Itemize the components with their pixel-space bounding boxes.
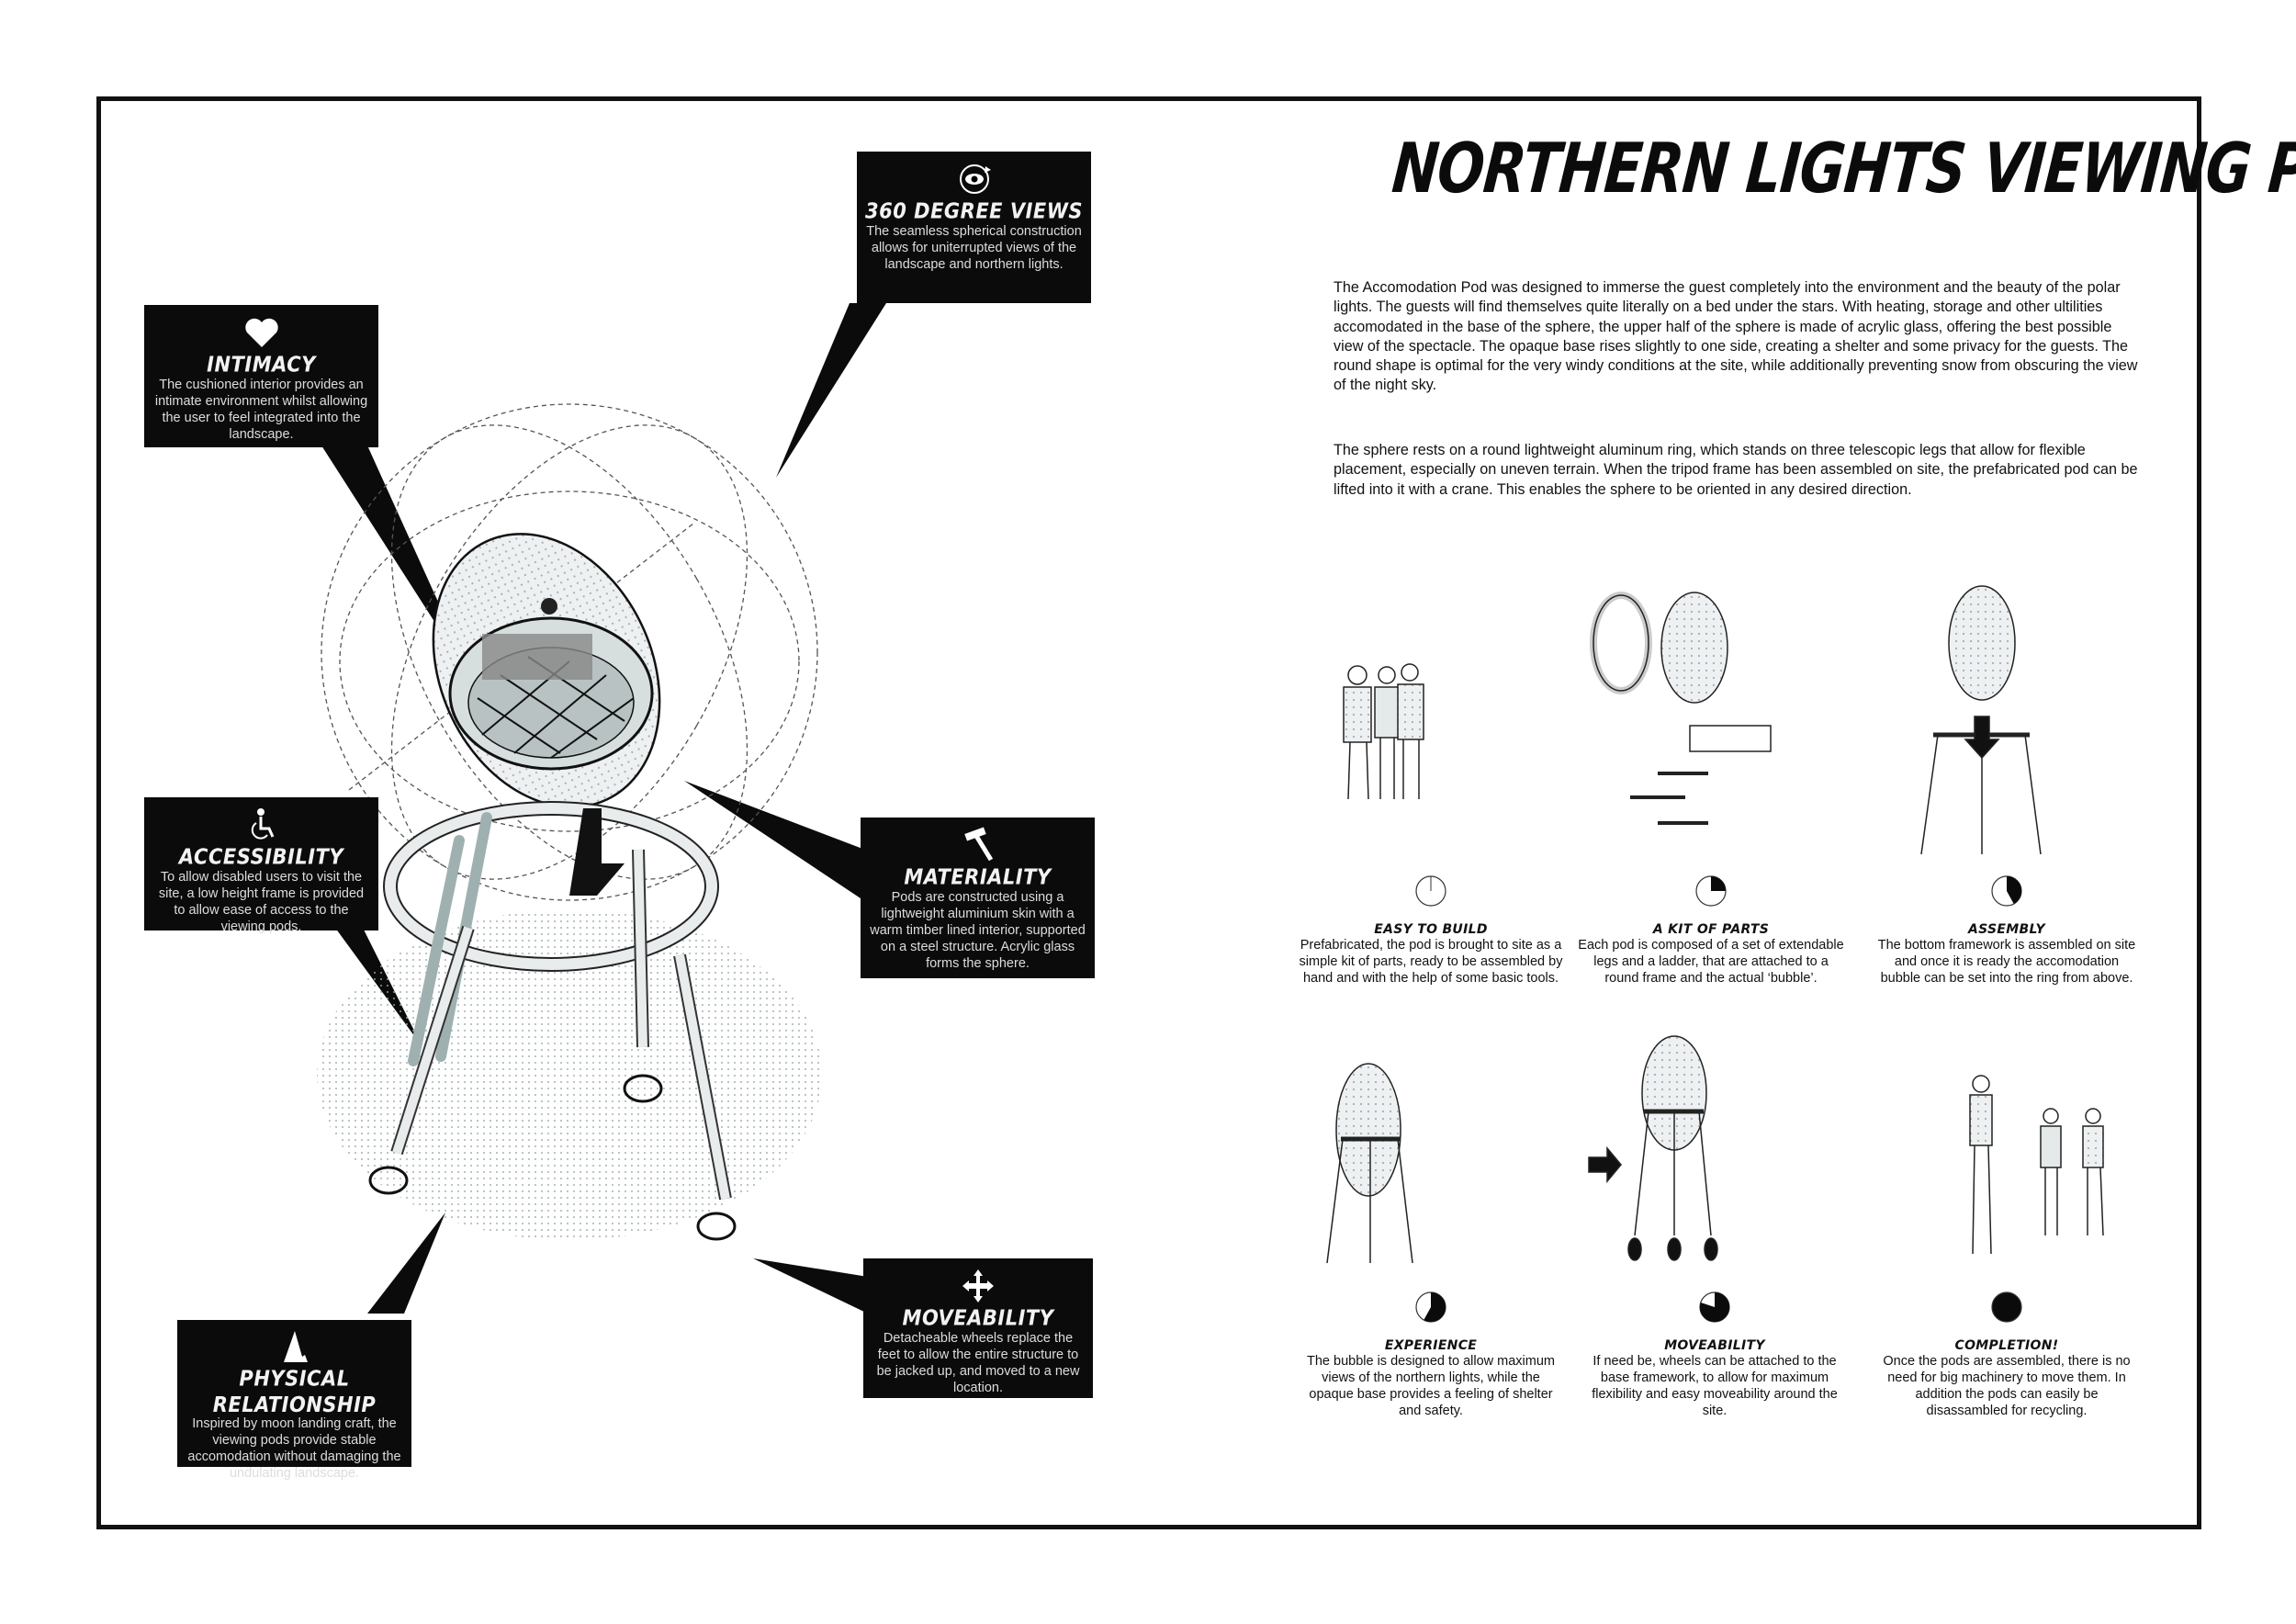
step-text: The bottom framework is assembled on sit…	[1877, 938, 2136, 986]
step-title: Moveability	[1664, 1338, 1765, 1353]
people-group-1	[1343, 663, 1424, 800]
callout-materiality: Materiality Pods are constructed using a…	[861, 818, 1095, 978]
description-paragraph-1: The Accomodation Pod was designed to imm…	[1334, 279, 2138, 394]
pie-fill	[1424, 1292, 1446, 1322]
heart-icon	[244, 318, 278, 347]
callout-text: Detacheable wheels replace the feet to a…	[876, 1331, 1080, 1395]
right-arrow-icon	[1588, 1145, 1622, 1184]
callout-text: Pods are constructed using a lightweight…	[870, 890, 1086, 971]
callout-title: Moveability	[902, 1305, 1054, 1331]
step-completion: Completion! Once the pods are assembled,…	[1874, 1291, 2140, 1419]
cushions	[482, 634, 592, 680]
poster-frame	[96, 96, 2201, 1529]
callout-physical-relationship: Physical Relationship Inspired by moon l…	[177, 1320, 411, 1481]
step-easy-to-build: Easy to Build Prefabricated, the pod is …	[1298, 874, 1564, 987]
callout-text: To allow disabled users to visit the sit…	[158, 870, 365, 934]
tripod-frame	[383, 801, 732, 1201]
people-group-2	[1969, 1075, 2104, 1255]
progress-pie-icon	[1991, 875, 2022, 907]
step-text: Each pod is composed of a set of extenda…	[1578, 938, 1844, 986]
progress-pie-icon	[1415, 1291, 1446, 1323]
step-text: Once the pods are assembled, there is no…	[1883, 1354, 2131, 1418]
callout-accessibility: Accessibility To allow disabled users to…	[144, 797, 378, 934]
callout-title: 360 Degree Views	[864, 198, 1084, 224]
callout-text: The seamless spherical construction allo…	[866, 224, 1082, 272]
step-title: A Kit of Parts	[1652, 922, 1770, 937]
step-moveability: Moveability If need be, wheels can be at…	[1581, 1291, 1848, 1419]
description-paragraph-2: The sphere rests on a round lightweight …	[1334, 442, 2138, 498]
step-title: Assembly	[1968, 922, 2045, 937]
step-text: Prefabricated, the pod is brought to sit…	[1299, 938, 1563, 986]
callout-title: Materiality	[904, 864, 1052, 890]
pod-sphere	[432, 533, 661, 808]
materiality-pointer	[684, 781, 877, 909]
step-assembly: Assembly The bottom framework is assembl…	[1874, 874, 2140, 987]
callout-text: Inspired by moon landing craft, the view…	[187, 1416, 401, 1481]
callout-intimacy: Intimacy The cushioned interior provides…	[144, 305, 378, 447]
step-kit-of-parts: A Kit of Parts Each pod is composed of a…	[1578, 874, 1844, 987]
step-text: If need be, wheels can be attached to th…	[1592, 1354, 1838, 1418]
person-head	[541, 598, 557, 615]
wheelchair-icon	[251, 808, 274, 840]
feet	[368, 1074, 737, 1241]
step-drawings	[1326, 585, 2104, 1264]
step-title: Experience	[1384, 1338, 1478, 1353]
step-title: Easy to Build	[1374, 922, 1488, 937]
poster-title: Northern Lights Viewing Pods	[1389, 129, 2296, 209]
progress-pie-icon	[1991, 1291, 2022, 1323]
callout-title: Physical Relationship	[212, 1366, 377, 1417]
progress-pie-icon	[1695, 875, 1727, 907]
step-experience: Experience The bubble is designed to all…	[1298, 1291, 1564, 1419]
views-pointer	[776, 303, 886, 478]
callout-360-degree-views: 360 Degree Views The seamless spherical …	[857, 152, 1091, 303]
physical-pointer	[367, 1212, 445, 1314]
callout-moveability: Moveability Detacheable wheels replace t…	[863, 1258, 1093, 1398]
move-arrows-icon	[962, 1269, 994, 1303]
callout-title: Accessibility	[178, 844, 344, 870]
pie-fill	[1700, 1292, 1729, 1322]
moveability-pointer	[753, 1258, 868, 1314]
down-arrow-icon	[569, 808, 625, 896]
step-text: The bubble is designed to allow maximum …	[1307, 1354, 1555, 1418]
hammer-icon	[963, 827, 993, 862]
step-title: Completion!	[1954, 1338, 2059, 1353]
callout-text: The cushioned interior provides an intim…	[154, 378, 368, 442]
progress-pie-icon	[1415, 875, 1446, 907]
pie-fill	[2007, 876, 2021, 905]
mountain-icon	[283, 1331, 308, 1362]
callout-title: Intimacy	[207, 352, 316, 378]
rotating-eye-icon	[959, 164, 991, 194]
pie-fill	[1711, 876, 1726, 891]
progress-pie-icon	[1699, 1291, 1730, 1323]
pie-outline	[1991, 1291, 2022, 1323]
